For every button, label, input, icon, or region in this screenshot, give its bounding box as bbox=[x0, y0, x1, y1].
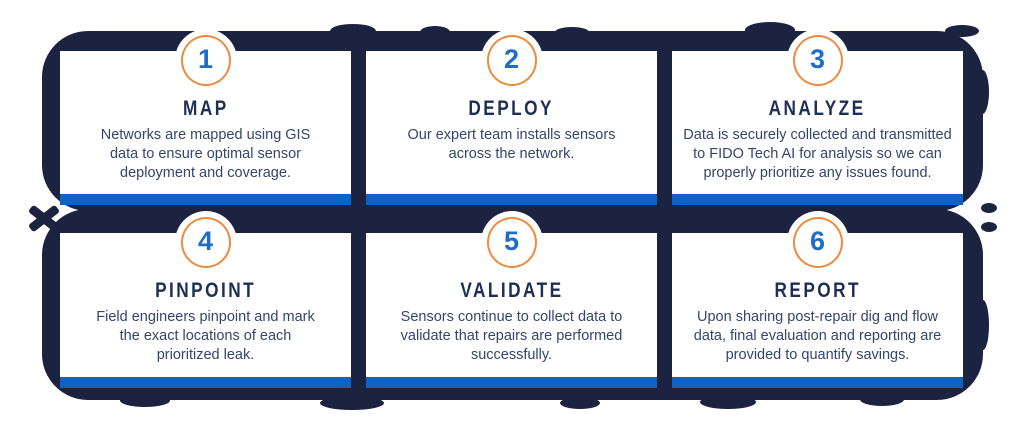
accent-bar bbox=[366, 377, 657, 388]
step-number-badge: 5 bbox=[480, 211, 543, 273]
step-description: Upon sharing post-repair dig and flow da… bbox=[693, 309, 942, 363]
edge-bump bbox=[320, 396, 384, 410]
edge-bump bbox=[745, 22, 795, 38]
step-card-validate: 5 VALIDATE Sensors continue to collect d… bbox=[366, 211, 657, 388]
step-number-badge: 3 bbox=[786, 29, 849, 91]
edge-bump bbox=[120, 394, 170, 407]
accent-bar bbox=[672, 377, 963, 388]
edge-bump bbox=[945, 25, 979, 37]
accent-bar bbox=[60, 194, 351, 205]
step-card-deploy: 2 DEPLOY Our expert team installs sensor… bbox=[366, 29, 657, 205]
edge-bump bbox=[700, 395, 756, 409]
edge-splat bbox=[981, 222, 997, 232]
step-number-badge: 1 bbox=[174, 29, 237, 91]
step-card-map: 1 MAP Networks are mapped using GIS data… bbox=[60, 29, 351, 205]
step-title: MAP bbox=[182, 97, 229, 120]
edge-bump bbox=[860, 393, 904, 406]
edge-bump bbox=[977, 300, 989, 350]
edge-bump bbox=[555, 27, 589, 37]
step-description: Networks are mapped using GIS data to en… bbox=[100, 127, 311, 181]
step-number-badge: 4 bbox=[174, 211, 237, 273]
step-card-report: 6 REPORT Upon sharing post-repair dig an… bbox=[672, 211, 963, 388]
edge-bump bbox=[560, 397, 600, 409]
step-number: 2 bbox=[486, 34, 537, 86]
step-description: Sensors continue to collect data to vali… bbox=[400, 309, 623, 363]
step-number-badge: 2 bbox=[480, 29, 543, 91]
accent-bar bbox=[366, 194, 657, 205]
accent-bar bbox=[60, 377, 351, 388]
step-description: Our expert team installs sensors across … bbox=[407, 127, 616, 162]
step-title: VALIDATE bbox=[459, 279, 564, 302]
step-number: 1 bbox=[180, 34, 231, 86]
step-number: 3 bbox=[792, 34, 843, 86]
step-description: Data is securely collected and transmitt… bbox=[683, 127, 952, 181]
edge-bump bbox=[976, 70, 989, 114]
step-card-analyze: 3 ANALYZE Data is securely collected and… bbox=[672, 29, 963, 205]
step-title: REPORT bbox=[774, 279, 861, 302]
step-description: Field engineers pinpoint and mark the ex… bbox=[96, 309, 315, 363]
step-number: 5 bbox=[486, 216, 537, 268]
step-title: DEPLOY bbox=[468, 97, 555, 120]
edge-bump bbox=[420, 26, 450, 38]
step-title: ANALYZE bbox=[769, 97, 866, 120]
edge-splat bbox=[981, 203, 997, 213]
step-title: PINPOINT bbox=[154, 279, 257, 302]
step-number: 6 bbox=[792, 216, 843, 268]
edge-bump bbox=[330, 24, 376, 38]
step-number: 4 bbox=[180, 216, 231, 268]
step-card-pinpoint: 4 PINPOINT Field engineers pinpoint and … bbox=[60, 211, 351, 388]
accent-bar bbox=[672, 194, 963, 205]
step-number-badge: 6 bbox=[786, 211, 849, 273]
